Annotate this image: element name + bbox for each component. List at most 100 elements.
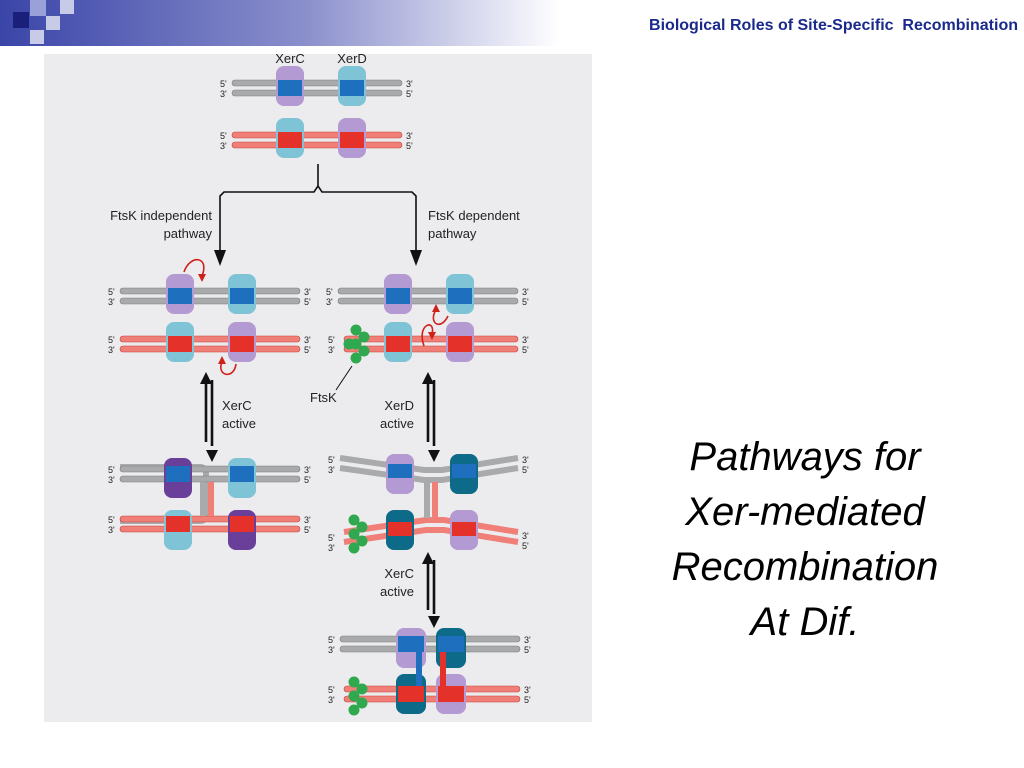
header-square-dark <box>13 12 29 28</box>
xer-pathway-diagram: XerC XerD 5' 3' 3' 5' 5' 3' 3' 5' FtsK i… <box>108 54 531 716</box>
label-xerc-active-1-line2: active <box>222 416 256 431</box>
strand-end-5: 5' <box>524 645 531 655</box>
strand-end-5: 5' <box>108 287 115 297</box>
label-xerc-active-1: XerC <box>222 398 252 413</box>
strand-end-3: 3' <box>304 465 311 475</box>
dif-site-blue <box>340 80 364 96</box>
strand-end-3: 3' <box>326 297 333 307</box>
header-square-light <box>30 0 46 16</box>
strand-end-5: 5' <box>304 525 311 535</box>
caption-line: At Dif. <box>750 600 860 644</box>
dif-site-blue <box>278 80 302 96</box>
header-bar: Biological Roles of Site-Specific Recomb… <box>0 0 1024 52</box>
dif-site-red <box>340 132 364 148</box>
left-row3-junction <box>119 458 301 550</box>
strand-end-5: 5' <box>328 533 335 543</box>
slide-caption: Pathways for Xer-mediated Recombination … <box>620 430 990 650</box>
strand-end-3: 3' <box>220 141 227 151</box>
header-square-pale-3 <box>30 30 44 44</box>
strand-end-3: 3' <box>406 131 413 141</box>
strand-end-5: 5' <box>108 335 115 345</box>
strand-end-5: 5' <box>328 335 335 345</box>
cleavage-arrow <box>421 324 434 347</box>
left-row2-red <box>119 322 301 376</box>
cleavage-arrow <box>432 309 449 326</box>
pathway-split-arrows <box>219 164 417 250</box>
strand-end-3: 3' <box>328 345 335 355</box>
ftsk-complex <box>343 324 370 364</box>
strand-end-3: 3' <box>108 525 115 535</box>
cleavage-arrow <box>183 258 205 277</box>
strand-end-3: 3' <box>522 455 529 465</box>
caption-line: Recombination <box>671 545 939 589</box>
label-ftsk: FtsK <box>310 390 337 405</box>
strand-end-5: 5' <box>328 635 335 645</box>
strand-end-5: 5' <box>304 345 311 355</box>
strand-end-5: 5' <box>220 131 227 141</box>
label-xerd: XerD <box>337 54 367 66</box>
header-square-pale-2 <box>60 0 74 14</box>
label-ftsk-independent: FtsK independent <box>110 208 212 223</box>
strand-end-5: 5' <box>406 89 413 99</box>
strand-end-5: 5' <box>304 475 311 485</box>
caption-line: Pathways for <box>689 435 921 479</box>
strand-end-3: 3' <box>108 475 115 485</box>
strand-end-5: 5' <box>108 465 115 475</box>
label-xerc: XerC <box>275 54 305 66</box>
right-row2-red <box>343 322 519 362</box>
strand-end-3: 3' <box>524 685 531 695</box>
label-ftsk-independent-pathway: pathway <box>164 226 213 241</box>
ftsk-pointer <box>335 365 353 391</box>
strand-end-3: 3' <box>328 543 335 553</box>
top-gray-duplex <box>231 66 403 106</box>
arrow-head <box>214 250 226 266</box>
equilibrium-arrow-right <box>426 380 436 446</box>
strand-end-3: 3' <box>220 89 227 99</box>
strand-end-3: 3' <box>522 531 529 541</box>
strand-end-3: 3' <box>328 465 335 475</box>
label-xerd-active-line2: active <box>380 416 414 431</box>
header-gradient-band <box>0 0 560 46</box>
strand-end-5: 5' <box>304 297 311 307</box>
strand-end-5: 5' <box>406 141 413 151</box>
label-xerc-active-2: XerC <box>384 566 414 581</box>
label-xerd-active: XerD <box>384 398 414 413</box>
strand-end-3: 3' <box>406 79 413 89</box>
strand-end-5: 5' <box>524 695 531 705</box>
header-title: Biological Roles of Site-Specific Recomb… <box>649 17 1018 34</box>
cleavage-arrow <box>220 361 237 376</box>
strand-end-3: 3' <box>524 635 531 645</box>
strand-end-3: 3' <box>522 287 529 297</box>
left-row2-gray <box>119 258 301 314</box>
strand-end-5: 5' <box>220 79 227 89</box>
strand-end-5: 5' <box>328 685 335 695</box>
right-row2-gray <box>337 274 519 326</box>
strand-end-5: 5' <box>522 541 529 551</box>
strand-end-3: 3' <box>304 335 311 345</box>
top-red-duplex <box>231 118 403 158</box>
figure-panel: XerC XerD 5' 3' 3' 5' 5' 3' 3' 5' FtsK i… <box>44 54 592 722</box>
strand-end-5: 5' <box>522 465 529 475</box>
label-xerc-active-2-line2: active <box>380 584 414 599</box>
strand-end-5: 5' <box>328 455 335 465</box>
strand-end-3: 3' <box>328 645 335 655</box>
strand-end-5: 5' <box>522 297 529 307</box>
strand-end-3: 3' <box>522 335 529 345</box>
label-ftsk-dependent-pathway: pathway <box>428 226 477 241</box>
strand-end-3: 3' <box>328 695 335 705</box>
strand-end-5: 5' <box>522 345 529 355</box>
strand-end-3: 3' <box>108 297 115 307</box>
strand-end-3: 3' <box>304 287 311 297</box>
header-square-pale <box>46 16 60 30</box>
strand-end-5: 5' <box>326 287 333 297</box>
strand-end-3: 3' <box>108 345 115 355</box>
label-ftsk-dependent: FtsK dependent <box>428 208 520 223</box>
arrow-head <box>410 250 422 266</box>
header-decoration <box>0 0 560 46</box>
caption-line: Xer-mediated <box>685 490 925 534</box>
equilibrium-arrow-left <box>204 380 214 446</box>
strand-end-3: 3' <box>304 515 311 525</box>
equilibrium-arrow-right-2 <box>426 560 436 614</box>
right-row3-junction <box>339 454 519 554</box>
dif-site-red <box>278 132 302 148</box>
